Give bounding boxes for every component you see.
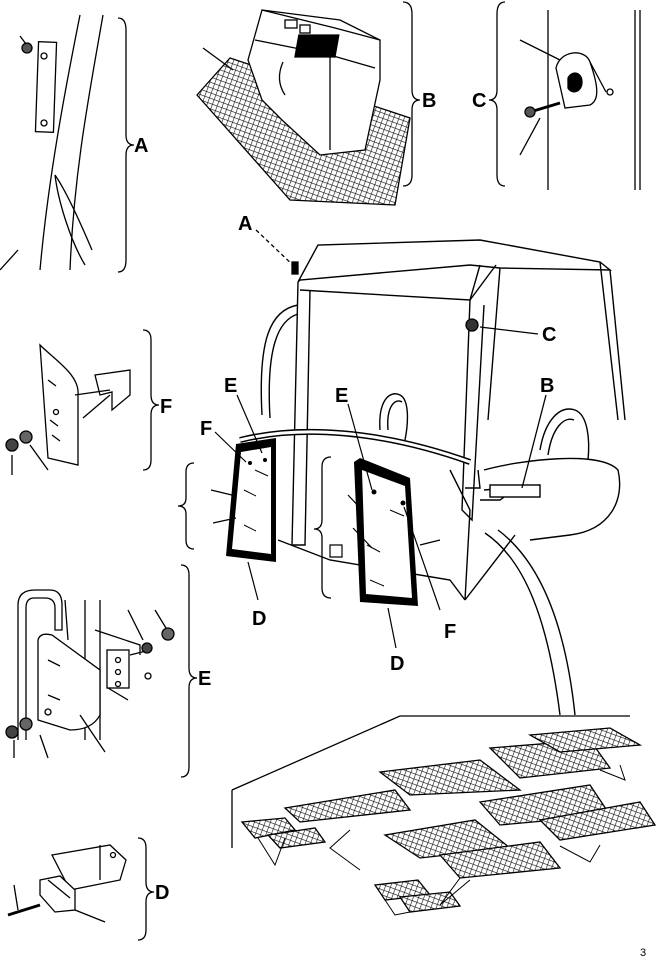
bracket-f-detail — [142, 329, 160, 471]
floor-mat-leaders — [257, 764, 626, 916]
right-side-window — [354, 458, 418, 606]
label-d-left: D — [252, 608, 266, 630]
floor-mat-panel — [231, 715, 657, 913]
pointer-a-cab — [255, 229, 299, 275]
label-d-right: D — [390, 653, 404, 675]
label-f-detail: F — [160, 396, 172, 418]
label-f-right: F — [444, 621, 456, 643]
label-f-left: F — [200, 418, 212, 440]
page-mark: 3 — [640, 947, 646, 958]
nut-icon — [161, 627, 175, 641]
detail-d-latch — [7, 844, 127, 923]
left-side-window — [226, 438, 276, 562]
label-e-detail: E — [198, 668, 211, 690]
bracket-c-detail — [488, 1, 506, 187]
detail-e-handle — [5, 589, 175, 759]
detail-c-hook — [519, 10, 641, 190]
detail-f-clip — [5, 343, 131, 475]
nut-icon — [5, 438, 19, 452]
pointer-b-cab — [521, 394, 547, 489]
label-b-cab: B — [540, 375, 554, 397]
nut-icon — [5, 725, 19, 739]
label-a-cab: A — [238, 213, 252, 235]
label-c-cab: C — [542, 324, 556, 346]
bracket-e-detail — [180, 564, 198, 778]
detail-b-console — [196, 9, 411, 206]
washer-icon — [141, 642, 153, 654]
leaders-right-window — [329, 403, 441, 649]
bracket-right-window — [313, 456, 332, 599]
washer-icon — [19, 717, 33, 731]
label-c-detail: C — [472, 90, 486, 112]
detail-a-pillar — [0, 14, 104, 271]
cab-frame — [239, 239, 626, 716]
washer-icon — [19, 430, 33, 444]
label-e-right: E — [335, 385, 348, 407]
bracket-d-detail — [137, 837, 155, 941]
bracket-b-detail — [402, 1, 421, 187]
pointer-c-cab — [465, 318, 539, 335]
bolt-icon — [524, 101, 561, 118]
label-a-detail: A — [134, 135, 148, 157]
leaders-left-window — [210, 394, 263, 601]
bracket-left-window — [177, 462, 195, 550]
nut-icon — [19, 35, 33, 54]
label-b-detail: B — [422, 90, 436, 112]
bracket-a-detail — [117, 17, 135, 273]
label-e-left: E — [224, 375, 237, 397]
label-d-detail: D — [155, 882, 169, 904]
